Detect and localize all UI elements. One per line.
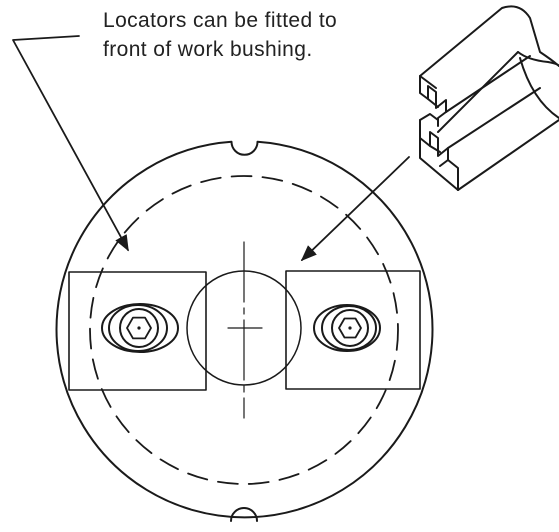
left-hex-head-icon — [126, 316, 152, 340]
bottom-notch — [230, 507, 258, 522]
dashed-bolt-circle — [89, 175, 399, 485]
left-locator-block — [68, 271, 207, 391]
leader-line-left — [12, 35, 129, 252]
right-locator-block — [285, 270, 421, 390]
caption-line-1: Locators can be fitted to — [103, 9, 338, 32]
leader-line-right — [300, 156, 410, 262]
callout-caption: Locators can be fitted to front of work … — [103, 6, 337, 64]
right-locator-screw — [313, 304, 381, 352]
locator-iso-detail — [419, 5, 559, 191]
caption-line-2: front of work bushing. — [103, 38, 313, 61]
outer-plate — [55, 140, 434, 519]
right-hex-head-icon — [338, 317, 362, 339]
left-locator-screw — [101, 303, 179, 353]
